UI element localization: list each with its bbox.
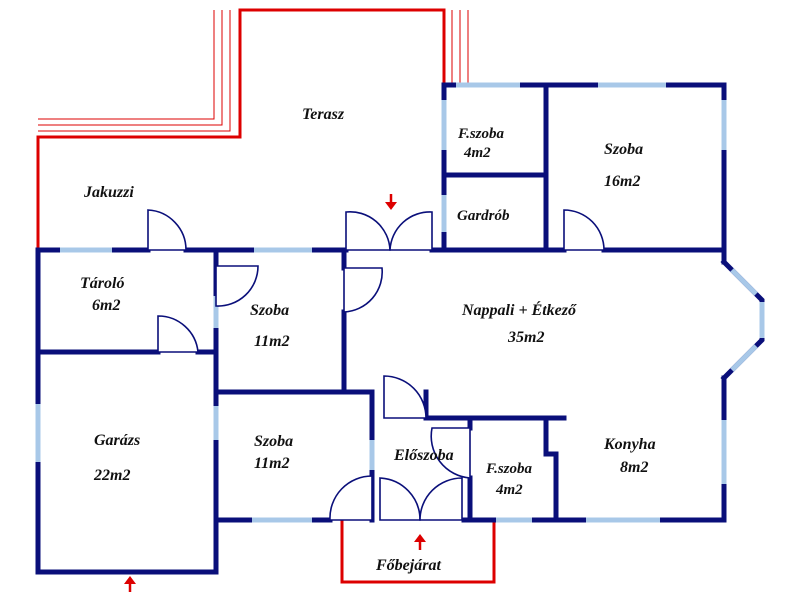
label-nappali-area: 35m2: [507, 329, 544, 346]
label-fszoba-bottom-area: 4m2: [495, 482, 523, 498]
windows: [35, 82, 765, 523]
terrace-door-arrow-icon: [385, 194, 397, 210]
arrows: [124, 194, 426, 592]
door-swing-icon: [430, 427, 471, 479]
label-garazs-area: 22m2: [93, 467, 130, 484]
garage-arrow-icon: [124, 576, 136, 592]
label-tarolo-area: 6m2: [92, 297, 120, 314]
label-fobejarat: Főbejárat: [375, 557, 441, 574]
label-gardrob: Gardrób: [457, 208, 510, 224]
label-terasz: Terasz: [302, 106, 345, 123]
door-swing-icon: [343, 267, 383, 313]
label-fszoba-top-area: 4m2: [463, 145, 491, 161]
label-fszoba-bottom: F.szoba: [485, 461, 532, 477]
door-swing-icon: [157, 315, 199, 353]
door-swing-icon: [389, 211, 433, 251]
label-szoba-11b: Szoba: [254, 433, 293, 450]
label-konyha-area: 8m2: [620, 459, 648, 476]
label-szoba-16-area: 16m2: [604, 173, 640, 190]
label-eloszoba: Előszoba: [393, 447, 454, 464]
label-tarolo: Tároló: [80, 275, 124, 292]
label-nappali: Nappali + Étkező: [461, 300, 577, 319]
label-fszoba-top: F.szoba: [457, 126, 504, 142]
label-jakuzzi: Jakuzzi: [83, 184, 134, 201]
terrace-outline: [36, 8, 469, 250]
label-szoba-11a-area: 11m2: [254, 333, 290, 350]
door-swing-icon: [345, 211, 391, 251]
room-labels: Terasz Jakuzzi F.szoba 4m2 Szoba 16m2 Ga…: [80, 106, 656, 574]
door-swing-icon: [329, 475, 373, 521]
entrance-porch-outline: [340, 520, 496, 584]
door-swing-icon: [563, 209, 605, 251]
label-szoba-11a: Szoba: [250, 302, 289, 319]
label-szoba-11b-area: 11m2: [254, 455, 290, 472]
door-swing-icon: [215, 265, 259, 307]
doors: [147, 209, 605, 521]
label-garazs: Garázs: [94, 432, 140, 449]
door-swing-icon: [147, 209, 187, 251]
door-swing-icon: [383, 375, 427, 419]
entrance-arrow-icon: [414, 534, 426, 550]
door-swing-icon: [419, 477, 463, 521]
door-swing-icon: [379, 477, 421, 521]
label-szoba-16: Szoba: [604, 141, 643, 158]
label-konyha: Konyha: [603, 436, 656, 453]
